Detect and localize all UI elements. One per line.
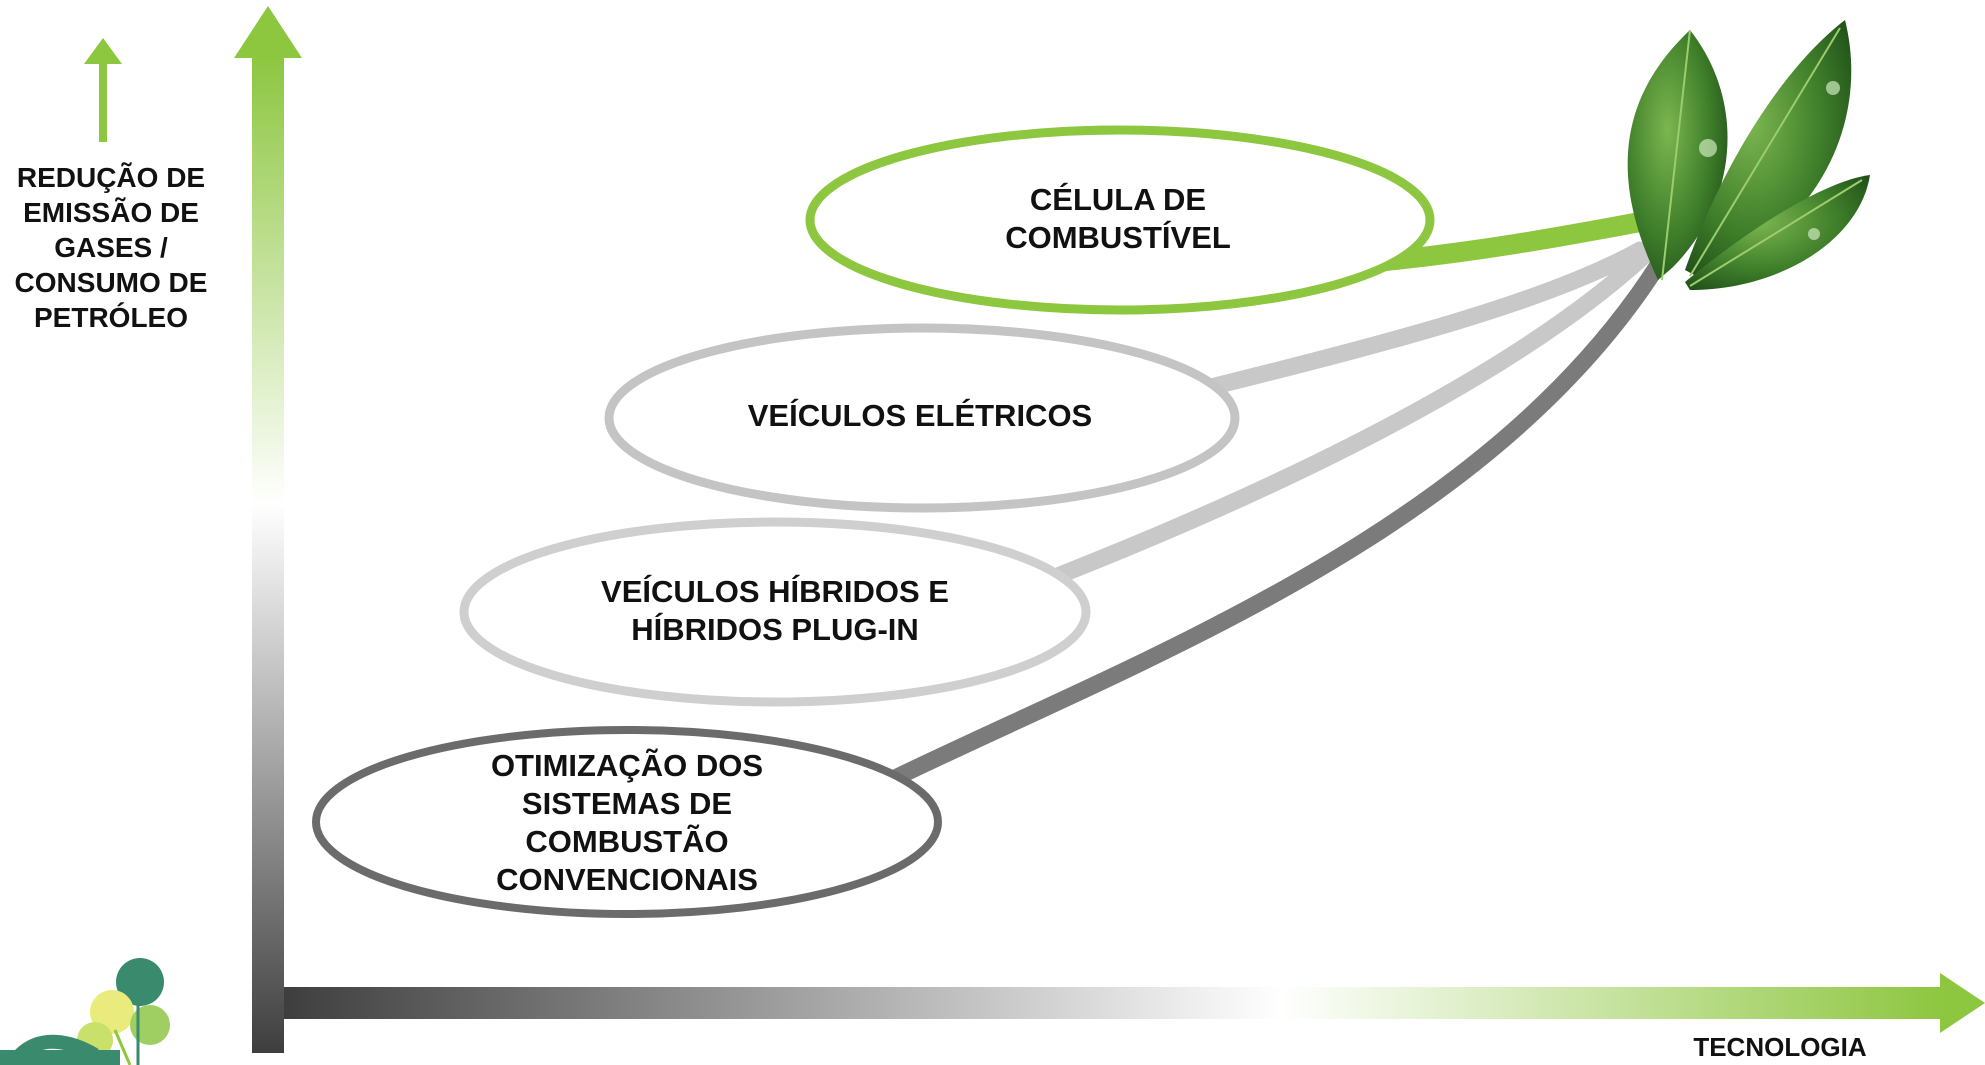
stage-label-ice: OTIMIZAÇÃO DOS SISTEMAS DE COMBUSTÃO CON… <box>427 747 827 899</box>
stage-label-ev: VEÍCULOS ELÉTRICOS <box>680 397 1160 435</box>
leaves-icon <box>1627 20 1870 290</box>
stage-ellipse-ice <box>312 726 942 918</box>
stage-label-line: VEÍCULOS ELÉTRICOS <box>747 398 1093 433</box>
stage-ellipse-ev <box>604 323 1240 513</box>
connector-ev <box>1206 241 1649 395</box>
logo-plants-icon <box>0 958 170 1065</box>
connector-fuelcell <box>1365 212 1650 272</box>
up-arrow-icon <box>84 38 122 142</box>
stage-label-line: HÍBRIDOS PLUG-IN <box>631 612 919 647</box>
x-axis-arrow <box>284 973 1985 1033</box>
stage-label-line: VEÍCULOS HÍBRIDOS E <box>601 574 949 609</box>
stage-label-line: CONVENCIONAIS <box>496 862 758 897</box>
y-axis-label-line: GASES / <box>54 232 168 263</box>
stage-label-line: COMBUSTÍVEL <box>1005 220 1231 255</box>
x-axis-label: TECNOLOGIA <box>1693 1032 1867 1062</box>
y-axis-arrow <box>234 6 302 1053</box>
stage-label-fuelcell: CÉLULA DE COMBUSTÍVEL <box>918 181 1318 257</box>
stage-ellipse-hybrid <box>459 517 1091 707</box>
y-axis-label-line: PETRÓLEO <box>33 302 188 333</box>
y-axis-label-line: REDUÇÃO DE <box>16 162 206 193</box>
y-axis-label: REDUÇÃO DE EMISSÃO DE GASES / CONSUMO DE… <box>0 160 222 335</box>
stage-label-line: SISTEMAS DE <box>521 786 733 821</box>
connector-ice <box>886 253 1669 787</box>
stage-label-line: COMBUSTÃO <box>525 824 729 859</box>
stage-ellipse-fuelcell <box>805 125 1435 315</box>
stage-label-line: CÉLULA DE <box>1029 182 1207 217</box>
y-axis-label-line: CONSUMO DE <box>14 267 208 298</box>
stage-label-line: OTIMIZAÇÃO DOS <box>490 748 764 783</box>
y-axis-label-line: EMISSÃO DE <box>23 197 199 228</box>
stage-label-hybrid: VEÍCULOS HÍBRIDOS E HÍBRIDOS PLUG-IN <box>560 573 990 649</box>
connector-hybrid <box>1051 246 1654 584</box>
